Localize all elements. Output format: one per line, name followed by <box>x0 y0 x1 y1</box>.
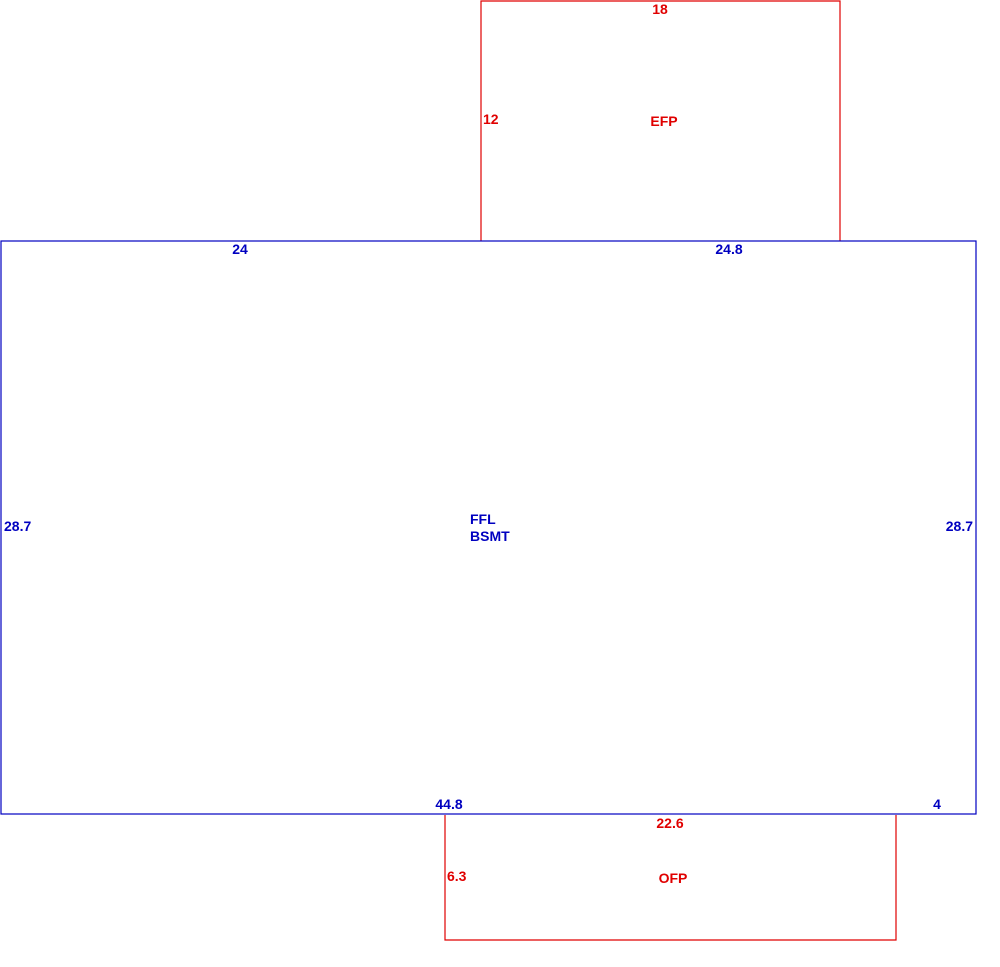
main-right-dimension: 28.7 <box>946 518 973 534</box>
main-bottom-right-dimension: 4 <box>933 796 941 812</box>
efp-label: EFP <box>650 113 677 129</box>
main-area: 24 24.8 28.7 28.7 FFL BSMT 44.8 4 <box>0 240 977 815</box>
efp-top-dimension: 18 <box>652 1 668 17</box>
main-area-outline <box>0 240 977 815</box>
ofp-area: 22.6 6.3 OFP <box>444 815 897 941</box>
efp-outline <box>480 0 841 241</box>
ofp-side-dimension: 6.3 <box>447 868 467 884</box>
efp-side-dimension: 12 <box>483 111 499 127</box>
main-label-line2: BSMT <box>470 528 510 544</box>
main-label-line1: FFL <box>470 511 496 527</box>
ofp-outline <box>444 815 897 941</box>
main-top-right-dimension: 24.8 <box>715 241 742 257</box>
efp-area: 18 12 EFP <box>480 0 841 241</box>
ofp-top-dimension: 22.6 <box>656 815 683 831</box>
main-left-dimension: 28.7 <box>4 518 31 534</box>
main-bottom-left-dimension: 44.8 <box>435 796 462 812</box>
ofp-label: OFP <box>659 870 688 886</box>
main-top-left-dimension: 24 <box>232 241 248 257</box>
